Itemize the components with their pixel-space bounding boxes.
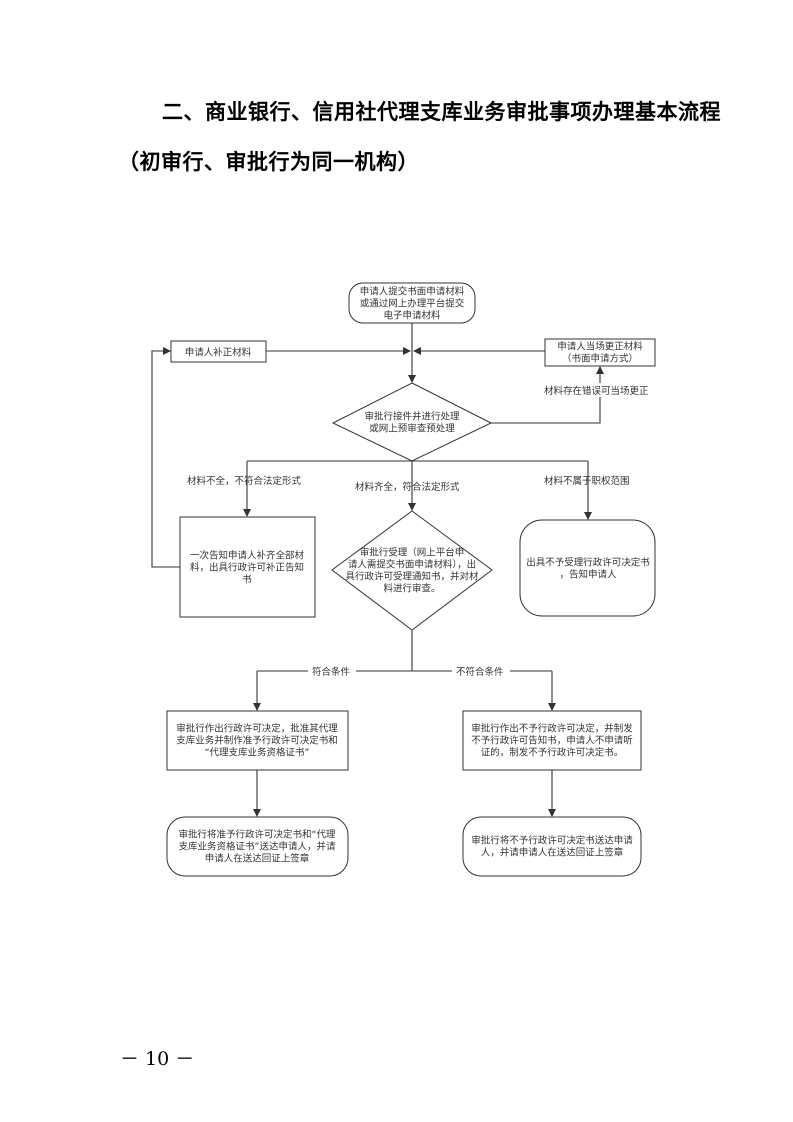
node-text-line: 或通过网上办理平台提交 <box>360 298 465 310</box>
incomplete-label: 材料不全，不符合法定形式 <box>187 475 302 487</box>
node-text-line: 不予行政许可告知书，申请人不申请听 <box>471 735 633 747</box>
node-text-line: 证的，制发不予行政许可决定书。 <box>481 747 624 759</box>
start-node-text: 申请人提交书面申请材料或通过网上办理平台提交电子申请材料 <box>360 286 465 322</box>
complete-label: 材料齐全，符合法定形式 <box>355 481 460 493</box>
node-text-line: 支库业务并制作准予行政许可决定书和 <box>176 735 338 747</box>
node-text-line: 申请人补正材料 <box>185 347 252 359</box>
approve-deliver-node-text: 审批行将准予行政许可决定书和“代理支库业务资格证书”送达申请人，并请申请人在送达… <box>179 829 336 865</box>
receive-decision-node-text: 审批行接件并进行处理或网上预审查预处理 <box>364 411 460 435</box>
notify-supplement-node <box>179 516 316 618</box>
onsite-correction-node-text: 申请人当场更正材料（书面申请方式） <box>557 341 643 365</box>
node-text-line: 人，并请申请人在送达回证上签章 <box>481 847 624 859</box>
node-text-line: 具行政许可受理通知书，并对材 <box>345 571 479 583</box>
qualified-label: 符合条件 <box>312 666 351 678</box>
node-text-line: 或网上预审查预处理 <box>369 423 455 435</box>
approve-deliver-node <box>166 816 349 877</box>
onsite-correction-node <box>544 338 656 367</box>
page-title: 二、商业银行、信用社代理支库业务审批事项办理基本流程 <box>162 100 721 124</box>
not-accepted-node <box>519 519 656 617</box>
node-text-line: 审批行受理（网上平台申 <box>360 547 465 559</box>
node-text-line: 审批行将不予行政许可决定书送达申请 <box>471 835 633 847</box>
approve-node <box>166 710 349 771</box>
node-text-line: 申请人提交书面申请材料 <box>360 286 465 298</box>
node-text-line: 审批行作出不予行政许可决定，并制发 <box>471 723 633 735</box>
out-of-scope-label: 材料不属于职权范围 <box>544 475 630 487</box>
edge-notify-to-supplement <box>151 347 180 568</box>
page-number: － 10 － <box>120 1048 195 1070</box>
approve-node-text: 审批行作出行政许可决定，批准其代理支库业务并制作准予行政许可决定书和“代理支库业… <box>176 723 338 759</box>
accept-decision-node-text: 审批行受理（网上平台申请人需提交书面申请材料），出具行政许可受理通知书，并对材料… <box>345 547 479 595</box>
node-text-line: 料进行审查。 <box>383 583 440 595</box>
node-text-line: 审批行作出行政许可决定，批准其代理 <box>176 723 338 735</box>
node-text-line: （书面申请方式） <box>562 353 638 365</box>
supplement-node-text: 申请人补正材料 <box>185 347 252 359</box>
accept-decision-node <box>331 510 493 631</box>
node-text-line: 电子申请材料 <box>383 310 441 322</box>
node-text-line: 审批行接件并进行处理 <box>364 411 460 423</box>
unqualified-label: 不符合条件 <box>456 666 504 678</box>
node-text-line: 料，出具行政许可补正告知 <box>190 562 304 574</box>
node-text-line: 一次告知申请人补齐全部材 <box>190 550 305 562</box>
reject-node <box>462 710 642 771</box>
reject-node-text: 审批行作出不予行政许可决定，并制发不予行政许可告知书，申请人不申请听证的，制发不… <box>471 723 633 759</box>
node-text-line: 审批行将准予行政许可决定书和“代理 <box>179 829 336 841</box>
node-text-line: “代理支库业务资格证书” <box>205 747 310 759</box>
node-text-line: 申请人在送达回证上签章 <box>205 853 310 865</box>
node-text-line: ，告知申请人 <box>559 569 617 581</box>
node-text-line: 请人需提交书面申请材料），出 <box>348 559 476 571</box>
notify-supplement-node-text: 一次告知申请人补齐全部材料，出具行政许可补正告知书 <box>190 550 305 586</box>
correction-label: 材料存在错误可当场更正 <box>544 385 649 397</box>
page-subtitle: （初审行、审批行为同一机构） <box>118 150 419 174</box>
node-text-line: 出具不予受理行政许可决定书 <box>526 557 650 569</box>
reject-deliver-node-text: 审批行将不予行政许可决定书送达申请人，并请申请人在送达回证上签章 <box>471 835 633 859</box>
node-text-line: 支库业务资格证书”送达申请人，并请 <box>179 841 336 853</box>
node-text-line: 书 <box>242 575 252 586</box>
reject-deliver-node <box>462 816 642 877</box>
not-accepted-node-text: 出具不予受理行政许可决定书，告知申请人 <box>526 557 650 581</box>
node-text-line: 申请人当场更正材料 <box>557 341 643 353</box>
